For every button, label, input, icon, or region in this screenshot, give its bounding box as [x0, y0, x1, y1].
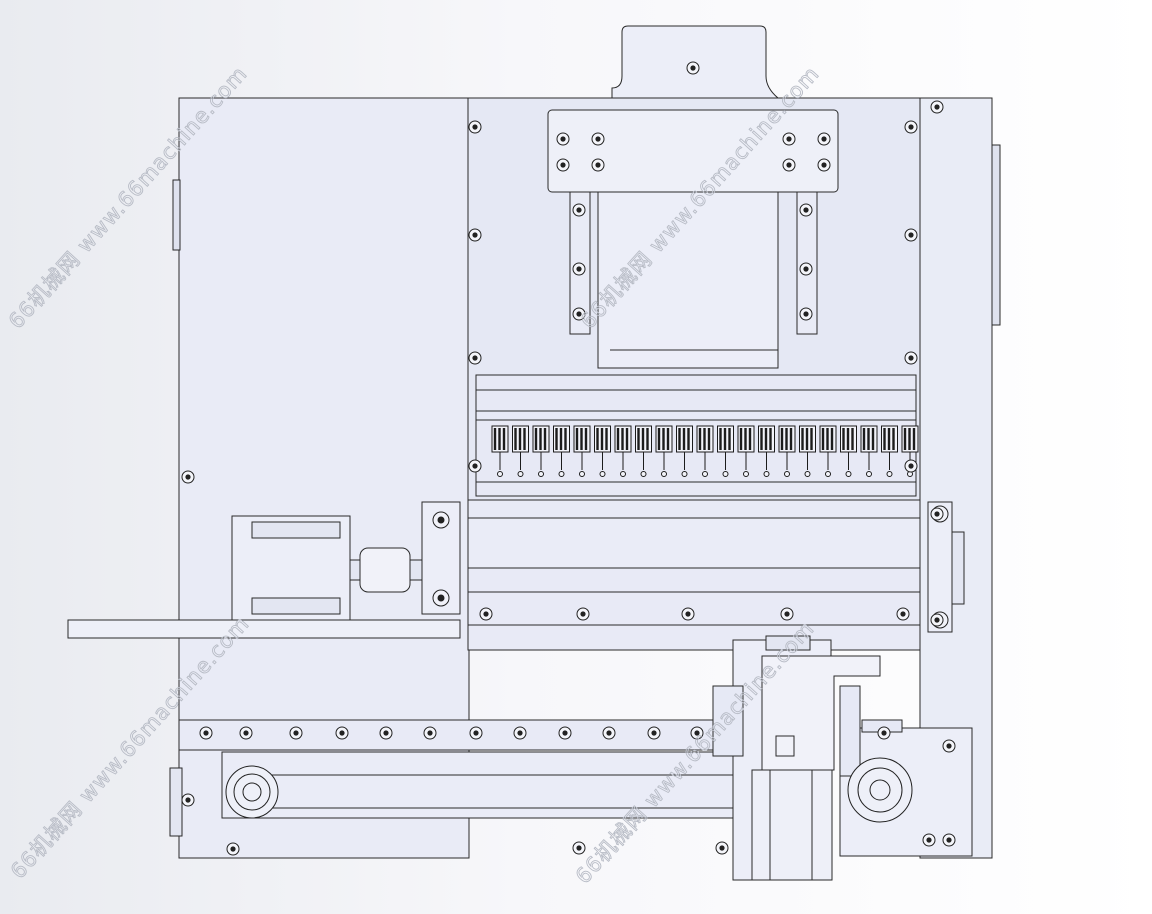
comb-housing-upper [475, 374, 917, 412]
comb-housing-lower [475, 410, 917, 497]
right-shaft-flange [951, 531, 965, 605]
roller-body [467, 517, 921, 569]
cylinder-body [751, 769, 833, 881]
comb-teeth [491, 425, 919, 477]
upper-clamp-plate [547, 109, 839, 193]
right-belt-pulley [847, 757, 913, 823]
center-slide-block [597, 191, 779, 369]
left-belt-pulley [225, 765, 279, 819]
motor-coupling [359, 547, 411, 593]
right-bearing-block [927, 501, 953, 633]
carriage-side-plate [712, 685, 744, 757]
carriage-guide-block [839, 685, 861, 777]
belt-channel [221, 751, 745, 819]
feed-lever [67, 619, 461, 639]
left-edge-strip [172, 179, 181, 251]
belt-rail [178, 719, 714, 751]
right-edge-strip [991, 144, 1001, 326]
